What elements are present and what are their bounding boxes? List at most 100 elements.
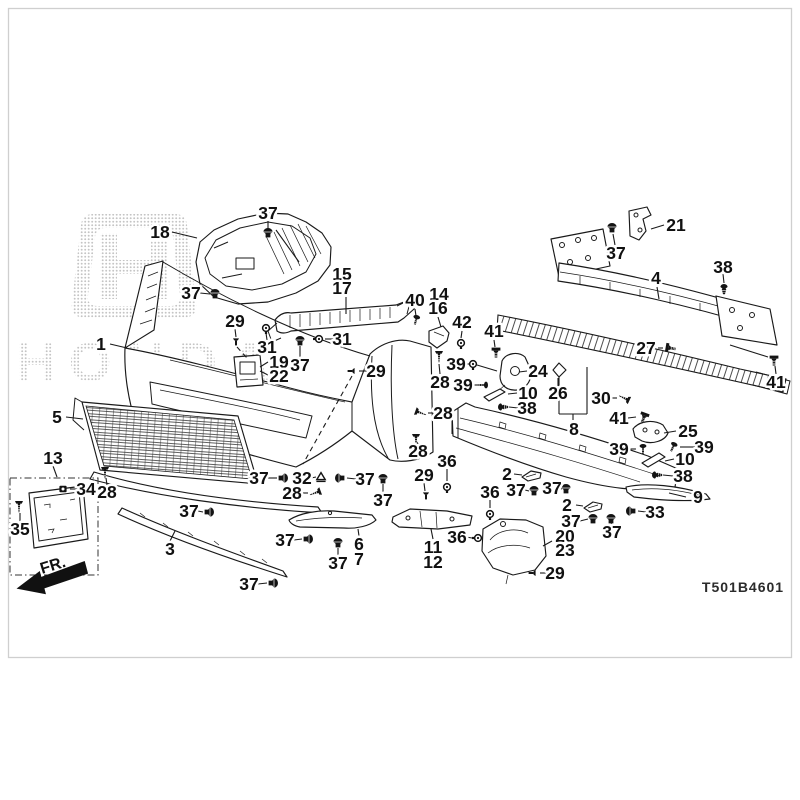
part-lower-stiffener xyxy=(496,314,791,395)
callout-36: 36 xyxy=(480,482,500,502)
callout-6: 6 xyxy=(354,534,364,554)
pushclip-fastener-icon xyxy=(303,534,314,544)
callout-11: 11 xyxy=(424,537,443,557)
bolt-fastener-icon xyxy=(769,355,779,366)
pushclip-fastener-icon xyxy=(334,473,345,483)
leader-line xyxy=(575,504,584,507)
callout-1: 1 xyxy=(96,334,106,354)
part-10-bracket-right xyxy=(641,452,666,468)
leader-line xyxy=(259,370,269,376)
callout-24: 24 xyxy=(528,361,548,381)
callout-37: 37 xyxy=(239,574,258,594)
leader-line xyxy=(627,416,637,419)
callout-37: 37 xyxy=(290,355,309,375)
leader-line xyxy=(507,392,518,395)
callout-29: 29 xyxy=(366,361,386,381)
pushclip-fastener-icon xyxy=(204,507,215,517)
screwsm-fastener-icon xyxy=(478,381,489,389)
leader-line xyxy=(52,465,58,478)
callout-38: 38 xyxy=(517,398,537,418)
callout-40: 40 xyxy=(405,290,425,310)
callout-41: 41 xyxy=(766,372,786,392)
callout-37: 37 xyxy=(602,522,621,542)
bolt-fastener-icon xyxy=(664,342,677,354)
callout-37: 37 xyxy=(275,530,294,550)
leader-line xyxy=(524,489,530,492)
pushclip-fastener-icon xyxy=(625,506,636,516)
callout-35: 35 xyxy=(10,519,30,539)
callout-31: 31 xyxy=(332,329,352,349)
callout-37: 37 xyxy=(355,469,374,489)
part-15-17-beam-upper xyxy=(267,298,416,343)
callout-14: 14 xyxy=(429,284,449,304)
callout-7: 7 xyxy=(354,549,364,569)
callout-38: 38 xyxy=(673,466,693,486)
leader-lines xyxy=(19,221,777,585)
pushclip-fastener-icon xyxy=(607,222,617,233)
leader-line xyxy=(465,536,473,539)
part-18-air-guide xyxy=(195,212,332,305)
callout-13: 13 xyxy=(43,448,63,468)
leader-line xyxy=(109,343,128,349)
callout-37: 37 xyxy=(249,468,268,488)
callout-37: 37 xyxy=(506,480,525,500)
part-8-absorber xyxy=(451,402,679,491)
part-20-23-fog-bracket xyxy=(481,518,547,585)
pushclip-fastener-icon xyxy=(588,513,598,524)
callout-36: 36 xyxy=(437,451,457,471)
screw-fastener-icon xyxy=(617,391,632,405)
leader-line xyxy=(729,344,769,358)
pushclip-fastener-icon xyxy=(561,483,571,494)
leader-line xyxy=(357,528,360,537)
treeclip-fastener-icon xyxy=(498,403,509,411)
part-13-license-bracket-box xyxy=(9,477,99,576)
callout-37: 37 xyxy=(542,478,561,498)
fr-direction-arrow xyxy=(16,561,89,595)
leader-line xyxy=(518,370,528,373)
callout-16: 16 xyxy=(428,298,448,318)
callout-39: 39 xyxy=(694,437,714,457)
leader-line xyxy=(414,308,417,317)
callout-39: 39 xyxy=(446,354,466,374)
callout-34: 34 xyxy=(76,479,96,499)
grommet-fastener-icon xyxy=(471,533,483,543)
callout-33: 33 xyxy=(645,502,665,522)
leader-line xyxy=(664,458,675,462)
callout-2: 2 xyxy=(562,495,572,515)
callout-37: 37 xyxy=(606,243,625,263)
leader-line xyxy=(663,430,677,434)
pushclip-fastener-icon xyxy=(278,473,289,483)
pushclip-fastener-icon xyxy=(529,485,539,496)
leader-line xyxy=(257,582,268,585)
leader-line xyxy=(542,540,553,547)
part-14-16-bracket xyxy=(428,325,450,349)
leader-line xyxy=(437,316,442,328)
part-4-bumper-beam xyxy=(550,228,778,346)
leader-line xyxy=(259,361,269,368)
leader-line xyxy=(722,273,725,284)
callout-41: 41 xyxy=(484,321,504,341)
callout-41: 41 xyxy=(609,408,629,428)
leader-line xyxy=(460,330,463,339)
leader-line xyxy=(650,224,665,230)
callout-28: 28 xyxy=(282,483,302,503)
part-21-bracket xyxy=(628,206,652,241)
diagram-code: T501B4601 xyxy=(702,579,784,595)
part-6-garnish xyxy=(288,510,377,529)
callout-28: 28 xyxy=(408,441,428,461)
leader-line xyxy=(774,365,777,375)
leader-line xyxy=(668,492,687,498)
honda-logo-icon xyxy=(71,214,197,318)
grommet-fastener-icon xyxy=(456,338,466,350)
callout-17: 17 xyxy=(332,278,351,298)
leader-line xyxy=(438,363,441,375)
screw-fastener-icon xyxy=(308,486,323,499)
part-2-clip-left xyxy=(521,470,542,482)
leader-line xyxy=(171,231,198,239)
leader-line xyxy=(430,528,434,540)
part-2-clip-right xyxy=(583,501,603,513)
part-26-seal xyxy=(552,362,567,378)
callout-18: 18 xyxy=(150,222,170,242)
leader-line xyxy=(293,538,303,541)
